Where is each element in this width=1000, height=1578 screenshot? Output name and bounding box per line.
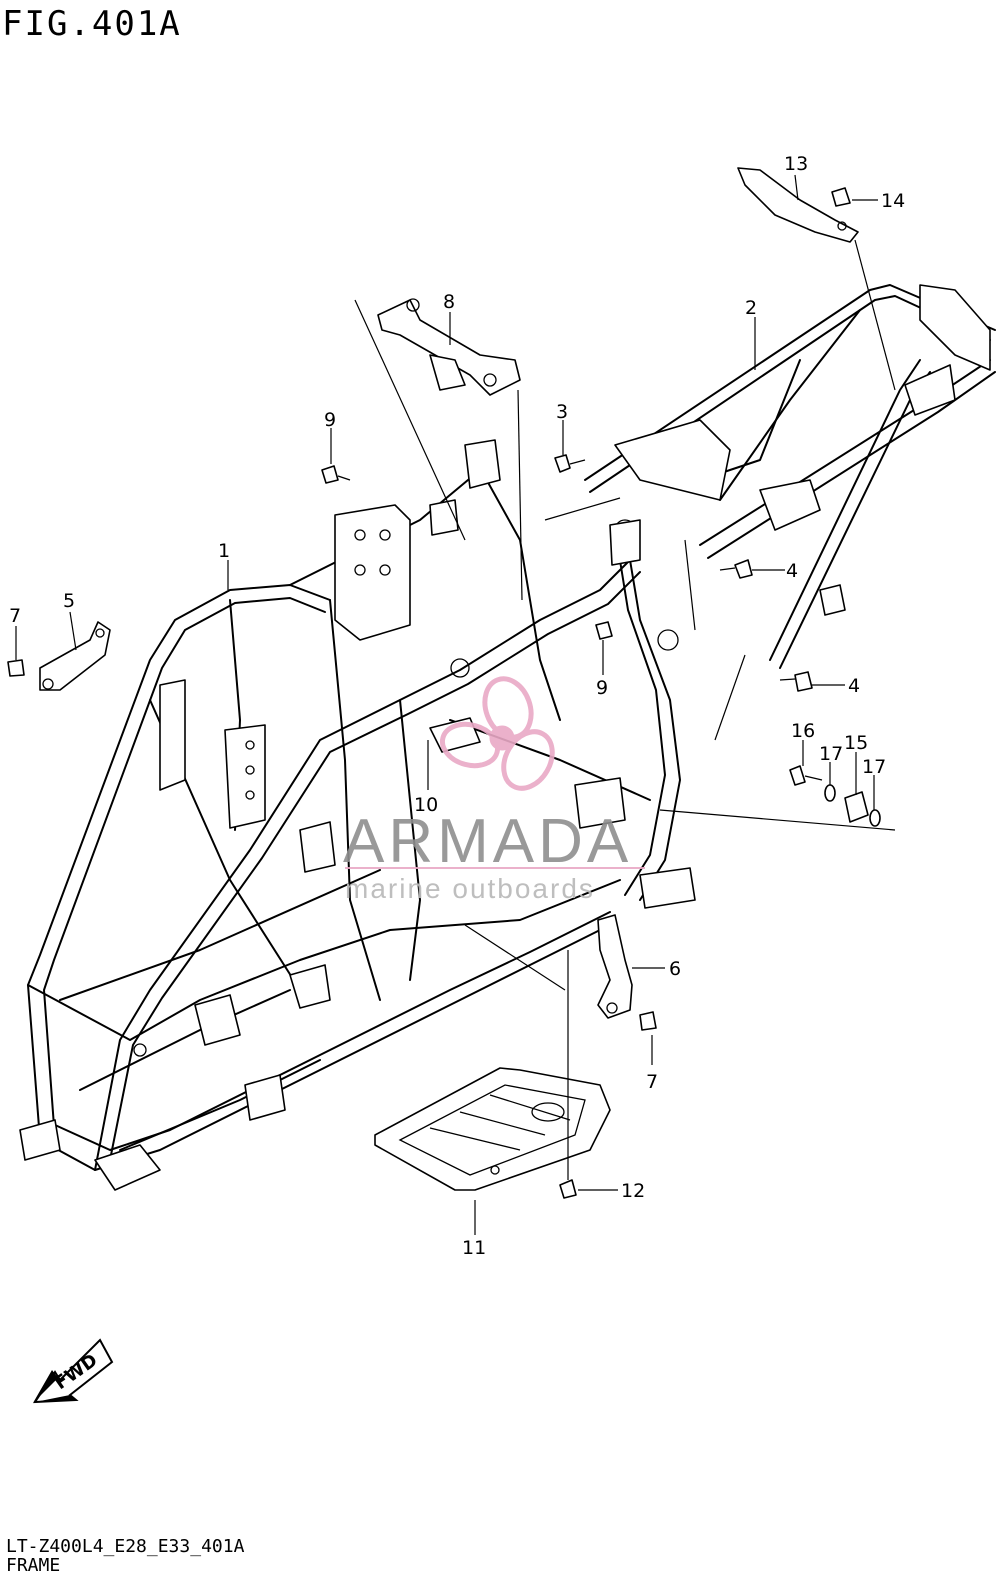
callout-8: 8 bbox=[443, 291, 455, 313]
callout-labels: 1 2 3 4 4 5 6 7 7 8 9 9 10 11 12 13 14 1… bbox=[9, 153, 905, 1259]
fwd-direction-badge: FWD bbox=[33, 1338, 114, 1404]
watermark-brand: ARMADA bbox=[343, 807, 632, 876]
callout-10: 10 bbox=[414, 794, 438, 816]
callout-9a: 9 bbox=[324, 409, 336, 431]
callout-17a: 17 bbox=[819, 743, 843, 765]
footrest-bracket-6 bbox=[597, 914, 633, 1019]
callout-1: 1 bbox=[218, 540, 230, 562]
rear-bracket bbox=[737, 167, 859, 243]
rear-subframe bbox=[584, 284, 996, 669]
callout-6: 6 bbox=[669, 958, 681, 980]
callout-7b: 7 bbox=[646, 1071, 658, 1093]
callout-13: 13 bbox=[784, 153, 808, 175]
callout-4a: 4 bbox=[786, 560, 798, 582]
callout-17b: 17 bbox=[862, 756, 886, 778]
fwd-arrow-icon bbox=[33, 1370, 58, 1403]
callout-16: 16 bbox=[791, 720, 815, 742]
callout-12: 12 bbox=[621, 1180, 645, 1202]
skid-plate bbox=[374, 1067, 611, 1191]
callout-7a: 7 bbox=[9, 605, 21, 627]
watermark-tagline: marine outboards bbox=[345, 873, 595, 904]
figure-title: FIG.401A bbox=[2, 4, 182, 44]
callout-15: 15 bbox=[844, 732, 868, 754]
callout-5: 5 bbox=[63, 590, 75, 612]
callout-4b: 4 bbox=[848, 675, 860, 697]
callout-14: 14 bbox=[881, 190, 905, 212]
figure-code: LT-Z400L4_E28_E33_401A bbox=[6, 1536, 245, 1557]
callout-2: 2 bbox=[745, 297, 757, 319]
guard-bracket bbox=[377, 298, 521, 396]
leader-lines bbox=[15, 174, 896, 1235]
callout-3: 3 bbox=[556, 401, 568, 423]
front-bracket-5 bbox=[39, 621, 111, 691]
callout-9b: 9 bbox=[596, 677, 608, 699]
watermark: ARMADA marine outboards bbox=[343, 676, 645, 904]
main-frame bbox=[19, 439, 696, 1191]
callout-11: 11 bbox=[462, 1237, 486, 1259]
figure-name: FRAME bbox=[6, 1555, 61, 1576]
watermark-logo-icon bbox=[439, 676, 555, 791]
